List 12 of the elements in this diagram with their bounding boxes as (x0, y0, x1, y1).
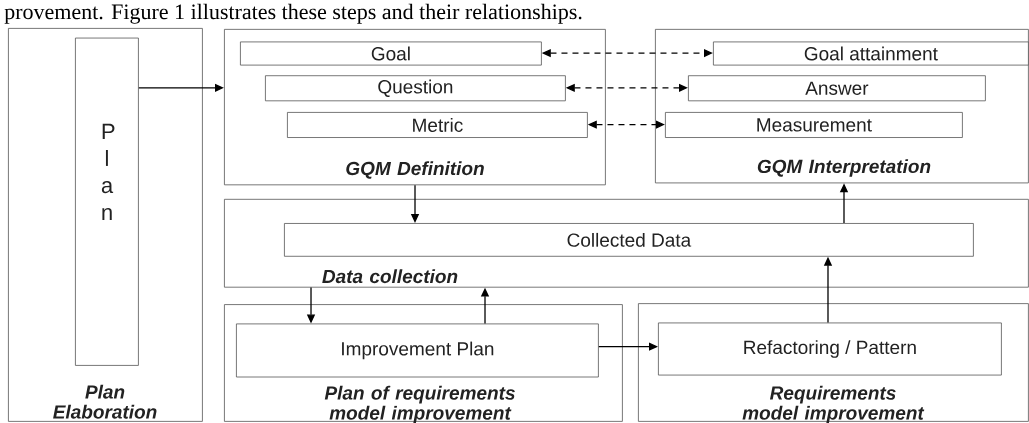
process-box: Plan (75, 37, 139, 366)
process-box: Goal attainment (713, 41, 1029, 66)
process-box: Question (265, 75, 566, 102)
process-box: Measurement (665, 112, 963, 138)
body-text: provement. Figure 1 illustrates these steps and their relationships. (4, 3, 582, 24)
process-box: Improvement Plan (236, 323, 599, 378)
process-box: Goal (240, 41, 542, 66)
arrow (598, 342, 658, 351)
process-box: Refactoring / Pattern (658, 322, 1002, 376)
process-box: Metric (287, 112, 588, 138)
process-box: Answer (688, 75, 986, 102)
process-box: Collected Data (284, 223, 974, 257)
